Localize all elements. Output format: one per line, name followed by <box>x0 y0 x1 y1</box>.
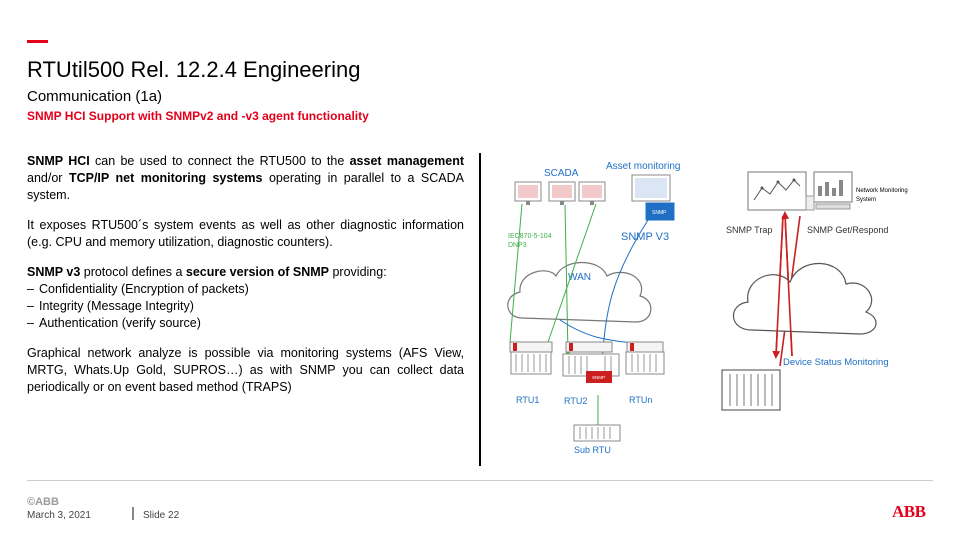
footer-slide-number: Slide 22 <box>143 510 180 521</box>
scada-label: SCADA <box>544 168 579 179</box>
dash: – <box>27 299 34 313</box>
network-monitoring-workstation-icon <box>805 171 853 211</box>
rtun-rack-icon <box>625 341 665 375</box>
sub-rtu-label: Sub RTU <box>574 445 611 455</box>
bold-term: secure version of SNMP <box>185 265 329 279</box>
paragraph-snmp-v3: SNMP v3 protocol defines a secure versio… <box>27 264 464 281</box>
link-line <box>509 203 523 343</box>
network-cloud-icon <box>732 262 877 335</box>
list-item: –Authentication (verify source) <box>27 315 464 332</box>
list-item-text: Integrity (Message Integrity) <box>39 299 194 313</box>
device-rack-icon <box>721 369 781 411</box>
link-line <box>547 203 597 343</box>
wan-cloud-icon <box>507 262 652 323</box>
bold-term: SNMP HCI <box>27 154 90 168</box>
footer-divider <box>27 480 933 481</box>
snmp-v3-label: SNMP V3 <box>621 231 669 243</box>
rtu1-label: RTU1 <box>516 395 539 405</box>
dash: – <box>27 282 34 296</box>
scada-workstations-icon <box>514 181 606 205</box>
snmp-trap-arrow-overlay <box>784 214 793 357</box>
list-item-text: Confidentiality (Encryption of packets) <box>39 282 249 296</box>
snmp-get-arrow-overlay <box>775 215 784 356</box>
paragraph-exposes: It exposes RTU500´s system events as wel… <box>27 218 464 249</box>
nms-label-line1: Network Monitoring <box>856 188 908 194</box>
footer-separator <box>132 507 134 520</box>
dnp3-label: DNP3 <box>508 242 527 249</box>
text-run: can be used to connect the RTU500 to the <box>89 154 350 168</box>
feature-list: –Confidentiality (Encryption of packets)… <box>27 281 464 332</box>
bold-term: asset management <box>349 154 464 168</box>
iec-label: IEC870-5-104 <box>508 233 552 240</box>
dash: – <box>27 316 34 330</box>
list-item: –Confidentiality (Encryption of packets) <box>27 281 464 298</box>
text-run: protocol defines a <box>80 265 186 279</box>
footer-date: March 3, 2021 <box>27 510 91 521</box>
snmp-chip-label: SNMP <box>652 210 667 216</box>
asset-monitoring-label: Asset monitoring <box>606 161 680 172</box>
text-run: operating in parallel to a SCADA system. <box>27 171 465 202</box>
rtu2-label: RTU2 <box>564 396 587 406</box>
abb-logo: ABB <box>892 502 926 521</box>
rtun-label: RTUn <box>629 395 652 405</box>
accent-bar <box>27 40 48 43</box>
sub-rtu-rack-icon <box>573 424 621 442</box>
text-run: and/or <box>27 171 69 185</box>
network-monitoring-monitor-icon <box>747 171 807 211</box>
list-item: –Integrity (Message Integrity) <box>27 298 464 315</box>
wan-label: WAN <box>568 272 591 283</box>
column-divider <box>479 153 481 466</box>
rtu2-rack-icon: SNMP <box>562 341 620 383</box>
link-line <box>559 319 641 345</box>
bold-term: SNMP v3 <box>27 265 81 279</box>
body-text: SNMP HCI can be used to connect the RTU5… <box>27 153 464 409</box>
list-item-text: Authentication (verify source) <box>39 316 201 330</box>
bold-term: TCP/IP net monitoring systems <box>68 171 263 185</box>
text-run: providing: <box>329 265 387 279</box>
snmp-get-respond-label: SNMP Get/Respond <box>807 225 888 235</box>
paragraph-graphical: Graphical network analyze is possible vi… <box>27 346 464 394</box>
paragraph-snmp-hci: SNMP HCI can be used to connect the RTU5… <box>27 153 464 204</box>
link-line <box>564 204 571 357</box>
rtu-snmp-chip-label: SNMP <box>592 375 605 380</box>
rtu1-rack-icon <box>509 341 553 375</box>
nms-label-line2: System <box>856 197 876 203</box>
asset-monitoring-workstation-icon: SNMP <box>631 174 675 221</box>
slide-subtitle: Communication (1a) <box>27 88 163 105</box>
slide-tagline: SNMP HCI Support with SNMPv2 and -v3 age… <box>27 109 369 123</box>
snmp-trap-label: SNMP Trap <box>726 225 772 235</box>
device-status-label: Device Status Monitoring <box>783 357 889 368</box>
abb-mini-logo: ©ABB <box>27 496 59 508</box>
slide-title: RTUtil500 Rel. 12.2.4 Engineering <box>27 57 361 82</box>
